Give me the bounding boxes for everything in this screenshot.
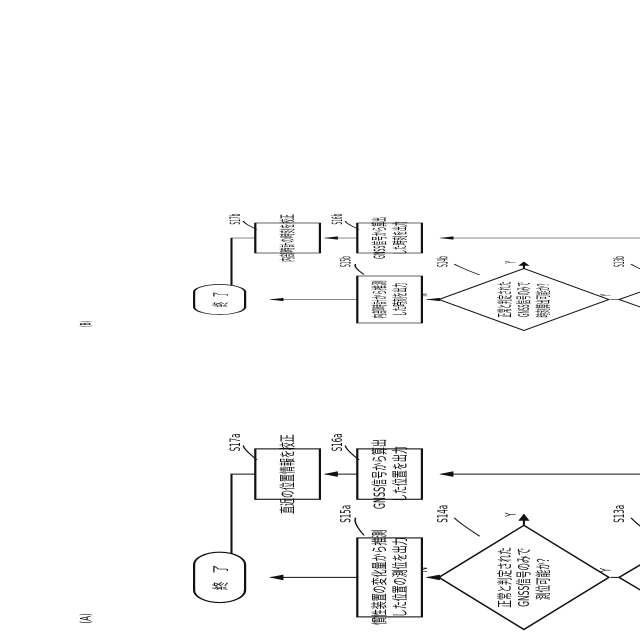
branch-label-s13-yes: Y	[597, 568, 615, 573]
process-text-s16-line: した位置を出力	[391, 446, 410, 502]
process-text-s16-line: GNSS信号から算出	[371, 439, 390, 509]
flowchart-panel-b: 開 始GNSS信号から時刻を算出S11bTCXOで内部時計を更新S12b1つ以上…	[77, 214, 640, 331]
process-text-s15: 慣性装置の変化量から推測した位置の測位を出力	[370, 530, 410, 626]
step-id-s14: S14a	[433, 505, 451, 523]
step-id-leader	[355, 518, 364, 536]
step-id-s13: S13b	[611, 256, 629, 267]
decision-text-s14: 正常と判定されたGNSS信号のみで測位可能か？	[495, 547, 552, 607]
process-text-s17-line: 内部時計の時刻を校正	[278, 214, 297, 261]
flowchart-panel-a: 開 始GNSS信号から位置を算出S11a慣性装置から変化量を算出S12a1つ以上…	[76, 433, 640, 629]
decision-text-s14-line: 時刻算出可能か？	[533, 282, 552, 318]
process-text-s15-line: 内部時計から推測	[370, 281, 389, 319]
branch-label-s14-yes: Y	[501, 513, 519, 518]
decision-text-s14-line: GNSS信号のみで	[515, 548, 533, 607]
process-text-s17: 直近の位置情報を校正	[278, 434, 298, 514]
step-id-s17: S17b	[226, 214, 244, 225]
step-id-leader	[454, 518, 480, 536]
branch-label-s13-yes: Y	[597, 294, 615, 297]
panel-label: (B)	[77, 321, 95, 327]
process-text-s17: 内部時計の時刻を校正	[278, 214, 297, 261]
step-id-s13: S13a	[610, 505, 628, 523]
step-id-s15: S15a	[337, 505, 355, 523]
decision-text-s14: 正常と判定されたGNSS信号のみで時刻算出可能か？	[495, 282, 552, 318]
process-text-s15-line: した位置の測位を出力	[391, 538, 410, 618]
process-text-s16: GNSS信号から算出した時刻を出力	[370, 217, 409, 259]
process-text-s15-line: 慣性装置の変化量から推測	[370, 530, 390, 626]
step-id-leader	[631, 264, 640, 276]
decision-diamond-s13	[619, 527, 640, 628]
step-id-s14: S14b	[434, 256, 452, 267]
process-text-s16-line: GNSS信号から算出	[370, 217, 389, 259]
decision-text-s14-line: 正常と判定された	[495, 547, 514, 607]
process-text-s15-line: した時刻を出力	[390, 283, 409, 316]
step-id-leader	[631, 518, 640, 538]
step-id-s17: S17a	[226, 433, 244, 451]
process-text-s16: GNSS信号から算出した位置を出力	[371, 439, 410, 509]
process-text-s16-line: した時刻を出力	[390, 221, 409, 254]
step-id-s15: S15b	[337, 256, 355, 267]
decision-text-s14-line: GNSS信号のみで	[516, 282, 534, 317]
step-id-leader	[355, 264, 364, 275]
end-terminal-label: 終 了	[210, 292, 230, 307]
branch-label-s14-yes: Y	[502, 261, 520, 264]
decision-text-s14-line: 測位可能か？	[533, 555, 552, 600]
step-id-s16: S16b	[328, 214, 346, 225]
panel-label: (A)	[76, 613, 94, 623]
decision-text-s14-line: 正常と判定された	[495, 282, 514, 318]
step-id-s16: S16a	[328, 433, 346, 451]
decision-diamond-s13	[619, 270, 640, 330]
step-id-leader	[454, 264, 480, 275]
end-terminal-label: 終 了	[211, 565, 231, 590]
process-text-s17-line: 直近の位置情報を校正	[278, 434, 298, 514]
process-text-s15: 内部時計から推測した時刻を出力	[370, 281, 409, 319]
